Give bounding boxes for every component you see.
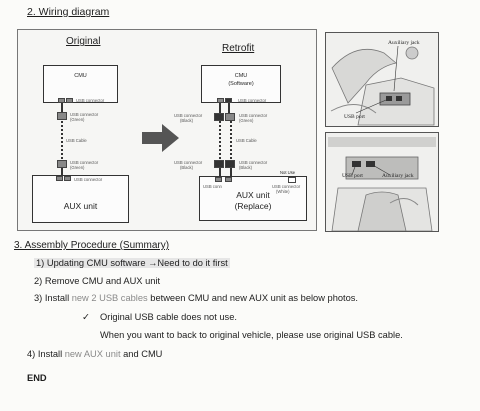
original-cable-label: USB Cable	[66, 138, 87, 143]
retrofit-cmu-port-b	[225, 98, 232, 103]
retrofit-connector-right	[225, 113, 235, 121]
end-label: END	[27, 373, 47, 383]
retrofit-aux-sublabel: (Replace)	[234, 201, 272, 211]
step-3: 3) Install new 2 USB cables between CMU …	[34, 293, 358, 303]
retrofit-aux-label: AUX unit	[236, 190, 270, 200]
original-aux-label: AUX unit	[63, 201, 98, 211]
original-cmu-port-label: USB connector	[76, 98, 105, 103]
step-1: 1) Updating CMU software →Need to do it …	[34, 258, 230, 268]
step-4-lead: 4) Install	[27, 349, 65, 359]
retrofit-usb-cable-left	[219, 121, 221, 159]
retrofit-cable-left-upper	[219, 103, 221, 113]
original-cable-lower	[61, 168, 63, 176]
original-cmu-box: CMU	[43, 65, 118, 103]
section-3-title: 3. Assembly Procedure (Summary)	[14, 240, 170, 251]
retrofit-aux-box: AUX unit (Replace)	[199, 176, 307, 221]
original-aux-port-label: USB connector	[74, 177, 103, 182]
retrofit-aux-conn-right-label-2: (White)	[276, 189, 290, 194]
retrofit-cmu-port-a	[217, 98, 224, 103]
retrofit-cable-right-lower	[230, 168, 232, 178]
step-3-highlight: new 2 USB cables	[71, 293, 148, 303]
not-use-label: Not Use	[280, 170, 296, 175]
arrow-right-icon	[142, 124, 179, 152]
dashboard-image	[328, 137, 436, 231]
wiring-diagram: Original CMU USB connector USB connector…	[17, 29, 317, 231]
center-console-image	[330, 45, 435, 126]
original-connector-bottom	[57, 160, 67, 168]
step-3-tail: between CMU and new AUX unit as below ph…	[147, 293, 359, 303]
original-connector-bottom-label-2: (Green)	[70, 165, 85, 170]
section-2-title: 2. Wiring diagram	[27, 6, 110, 18]
original-usb-cable	[61, 121, 63, 159]
retrofit-cmu-label: CMU	[234, 73, 248, 79]
original-connector-bottom-label-1: USB connector	[70, 160, 99, 165]
step-4-highlight: new AUX unit	[64, 349, 121, 359]
original-connector-top-label-1: USB connector	[70, 112, 99, 117]
console-photo-bottom: USB port Auxiliary jack	[325, 132, 439, 232]
retrofit-aux-conn-right-label-1: USB connector	[272, 184, 301, 189]
retrofit-connector-left	[214, 113, 224, 121]
retrofit-aux-conn-label: USB conn	[203, 184, 222, 189]
original-cmu-label: CMU	[74, 73, 87, 79]
original-cmu-port-b	[66, 98, 73, 103]
retrofit-connector-bottom-right	[225, 160, 235, 168]
original-cable-upper	[61, 103, 63, 118]
console-photo-top: Auxiliary jack USB port	[325, 32, 439, 127]
retrofit-cable-left-lower	[219, 168, 221, 178]
original-connector-top	[57, 112, 67, 120]
retrofit-cable-right-upper	[228, 103, 230, 113]
retrofit-connector-left-label-2: (Black)	[180, 118, 194, 123]
retrofit-aux-port-b	[225, 177, 232, 182]
original-cmu-port-a	[58, 98, 65, 103]
photo-bottom-aux-jack-label: Auxiliary jack	[382, 173, 414, 179]
original-title: Original	[66, 36, 101, 47]
step-3-lead: 3) Install	[34, 293, 72, 303]
step-4: 4) Install new AUX unit and CMU	[27, 349, 162, 359]
retrofit-aux-port-white	[288, 177, 296, 183]
original-aux-port-b	[64, 176, 71, 181]
photo-top-aux-jack-label: Auxiliary jack	[388, 40, 420, 46]
retrofit-cmu-box: CMU (Software)	[201, 65, 281, 103]
retrofit-connector-bl-label-1: USB connector	[174, 160, 203, 165]
original-connector-top-label-2: (Green)	[70, 117, 85, 122]
retrofit-cmu-sublabel: (Software)	[228, 81, 254, 87]
note-revert: When you want to back to original vehicl…	[100, 330, 403, 340]
retrofit-cable-label: USB Cable	[236, 138, 257, 143]
retrofit-connector-br-label-1: USB connector	[239, 160, 268, 165]
retrofit-connector-left-label-1: USB connector	[174, 113, 203, 118]
photo-top-usb-port-label: USB port	[344, 114, 365, 120]
retrofit-connector-right-label-2: (Green)	[239, 118, 254, 123]
retrofit-connector-bottom-left	[214, 160, 224, 168]
retrofit-cmu-port-label: USB connector	[238, 98, 267, 103]
retrofit-usb-cable-right	[230, 121, 232, 159]
check-mark-icon: ✓	[82, 312, 90, 322]
original-aux-box: AUX unit	[32, 175, 129, 223]
retrofit-connector-right-label-1: USB connector	[239, 113, 268, 118]
photo-bottom-usb-port-label: USB port	[342, 173, 363, 179]
step-1-text: 1) Updating CMU software →Need to do it …	[34, 258, 230, 268]
retrofit-title: Retrofit	[222, 43, 255, 54]
note-original-cable: Original USB cable does not use.	[100, 312, 237, 322]
original-aux-port-a	[56, 176, 63, 181]
retrofit-connector-bl-label-2: (Black)	[180, 165, 194, 170]
step-2: 2) Remove CMU and AUX unit	[34, 276, 161, 286]
retrofit-aux-port-a	[215, 177, 222, 182]
step-4-tail: and CMU	[120, 349, 163, 359]
retrofit-connector-br-label-2: (Black)	[239, 165, 253, 170]
